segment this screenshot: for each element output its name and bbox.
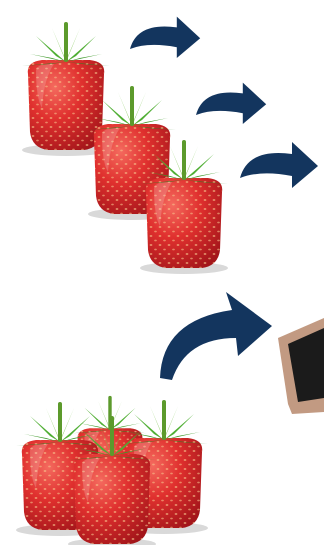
- curved-arrow-icon: [196, 82, 267, 124]
- curved-arrow-icon: [130, 16, 201, 59]
- chalkboard-icon: [278, 318, 324, 414]
- curved-arrow-icon: [240, 142, 318, 188]
- curved-arrow-icon: [160, 292, 272, 380]
